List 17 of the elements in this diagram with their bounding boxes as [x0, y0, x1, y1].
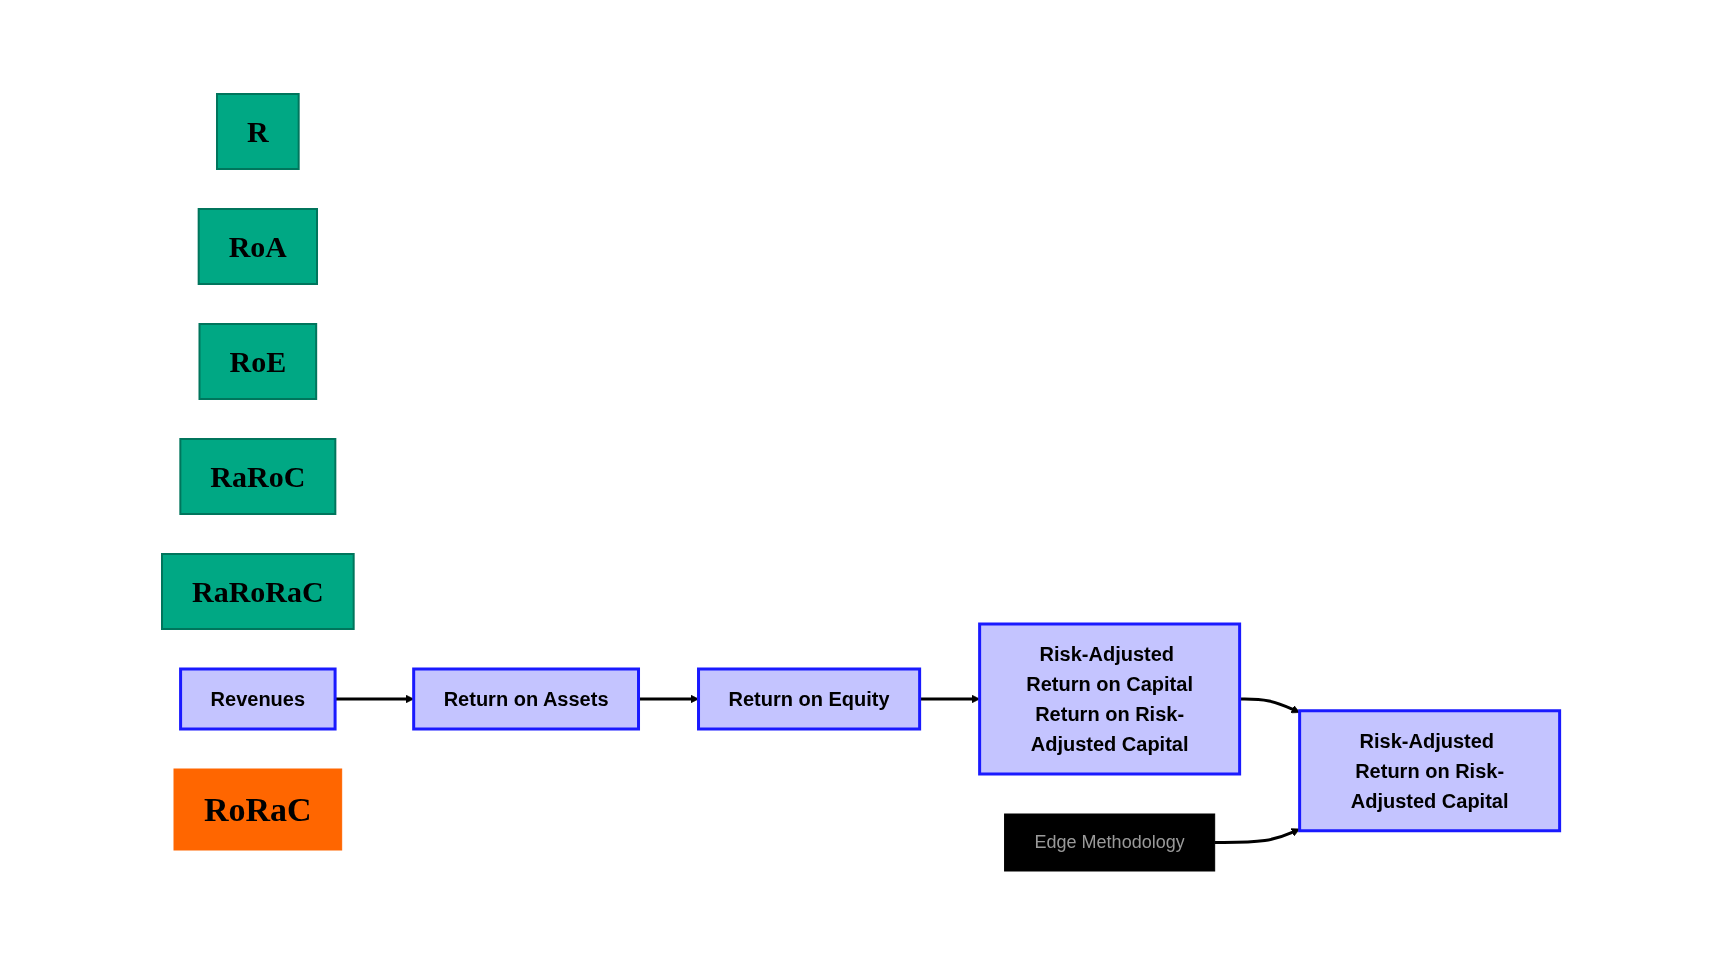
node-box: R	[215, 92, 300, 170]
arrow	[1239, 697, 1300, 713]
arrow	[638, 694, 699, 703]
node-box: Return on Assets	[411, 667, 640, 730]
node-box: Risk-Adjusted Return on Risk-Adjusted Capital	[1297, 708, 1561, 832]
node-box: RaRoRaC	[160, 552, 355, 630]
arrow	[334, 694, 414, 703]
node-box: RaRoC	[179, 437, 336, 515]
node-box: RoE	[198, 322, 317, 400]
node-box: Return on Equity	[696, 667, 921, 730]
node-box: Edge Methodology	[1003, 813, 1215, 871]
node-box: Risk-Adjusted Return on Capital Return on Risk-Adjusted Capital	[977, 622, 1241, 775]
node-box: RoRaC	[173, 768, 342, 850]
node-box: Revenues	[178, 667, 337, 730]
arrow	[919, 694, 980, 703]
node-box: RoA	[197, 207, 318, 285]
arrow	[1214, 827, 1300, 844]
